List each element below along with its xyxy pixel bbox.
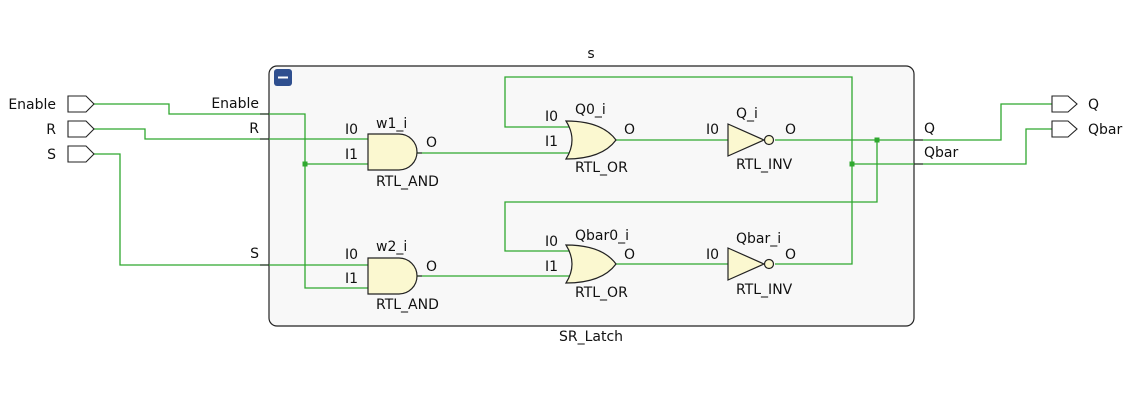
and-gate-w2[interactable] — [367, 257, 422, 295]
cell-type-w2: RTL_AND — [376, 297, 439, 313]
wire-qbar-feedback[interactable] — [504, 76, 853, 265]
output-port-q-label: Q — [1088, 97, 1099, 113]
pin-label-q0-i1: I1 — [545, 134, 558, 150]
wire-junction — [849, 161, 855, 167]
input-port-enable[interactable] — [67, 95, 95, 113]
cell-type-qi: RTL_INV — [736, 157, 793, 173]
wire-qbar-net[interactable] — [852, 128, 1052, 165]
pin-label-w1-o: O — [426, 135, 437, 151]
pin-label-qbari-o: O — [785, 247, 796, 263]
output-port-qbar[interactable] — [1051, 120, 1078, 138]
pin-label-w2-o: O — [426, 259, 437, 275]
and-gate-icon — [367, 257, 418, 295]
wire-enable[interactable] — [94, 103, 370, 289]
input-port-s-label: S — [47, 147, 56, 163]
block-module-label: SR_Latch — [559, 329, 623, 345]
block-pin-s-label: S — [250, 246, 259, 262]
and-gate-w1[interactable] — [367, 133, 422, 171]
block-instance-label: s — [587, 46, 594, 62]
pin-label-w2-i0: I0 — [345, 247, 358, 263]
or-gate-qbar0[interactable] — [564, 244, 617, 284]
pin-label-q0-i0: I0 — [545, 109, 558, 125]
inverter-q[interactable] — [727, 123, 775, 157]
cell-type-q0: RTL_OR — [575, 160, 628, 176]
wire-junction — [302, 161, 308, 167]
block-pin-r-label: R — [249, 121, 259, 137]
cell-name-qbar0: Qbar0_i — [575, 228, 629, 244]
and-gate-icon — [367, 133, 418, 171]
pin-label-qi-i0: I0 — [706, 122, 719, 138]
wire-junction — [874, 137, 880, 143]
output-port-qbar-label: Qbar — [1088, 122, 1122, 138]
cell-type-w1: RTL_AND — [376, 174, 439, 190]
cell-type-qbar0: RTL_OR — [575, 285, 628, 301]
pin-label-q0-o: O — [624, 122, 635, 138]
cell-type-qbari: RTL_INV — [736, 282, 793, 298]
cell-name-qi: Q_i — [736, 106, 758, 122]
inverter-icon — [727, 247, 766, 281]
block-pin-q-label: Q — [924, 121, 935, 137]
or-gate-q0[interactable] — [564, 120, 617, 160]
or-gate-icon — [564, 120, 617, 160]
pin-label-w2-i1: I1 — [345, 271, 358, 287]
cell-name-w2: w2_i — [376, 239, 407, 255]
wire-q-feedback[interactable] — [504, 140, 878, 252]
block-pin-qbar-label: Qbar — [924, 145, 958, 161]
wires — [94, 76, 1052, 289]
pin-label-qi-o: O — [785, 122, 796, 138]
collapse-button[interactable] — [274, 69, 292, 86]
or-gate-icon — [564, 244, 617, 284]
wire-r[interactable] — [94, 128, 370, 140]
block-pin-enable-label: Enable — [211, 96, 259, 112]
pin-label-qbari-i0: I0 — [706, 247, 719, 263]
inversion-bubble-icon — [763, 134, 775, 146]
pin-label-qbar0-i1: I1 — [545, 259, 558, 275]
output-port-icon — [1051, 95, 1078, 113]
inversion-bubble-icon — [763, 258, 775, 270]
inverter-icon — [727, 123, 766, 157]
pin-label-w1-i0: I0 — [345, 122, 358, 138]
output-port-icon — [1051, 120, 1078, 138]
input-port-r[interactable] — [67, 120, 95, 138]
wire-s[interactable] — [94, 153, 370, 266]
cell-name-q0: Q0_i — [575, 102, 606, 118]
input-port-icon — [67, 95, 95, 113]
cell-name-w1: w1_i — [376, 116, 407, 132]
input-port-r-label: R — [46, 122, 56, 138]
input-port-enable-label: Enable — [8, 97, 56, 113]
input-port-s[interactable] — [67, 145, 95, 163]
pin-label-qbar0-i0: I0 — [545, 234, 558, 250]
inverter-qbar[interactable] — [727, 247, 775, 281]
output-port-q[interactable] — [1051, 95, 1078, 113]
input-port-icon — [67, 120, 95, 138]
pin-label-qbar0-o: O — [624, 247, 635, 263]
wire-q-net[interactable] — [775, 103, 1052, 141]
input-port-icon — [67, 145, 95, 163]
cell-name-qbari: Qbar_i — [736, 231, 781, 247]
pin-label-w1-i1: I1 — [345, 147, 358, 163]
